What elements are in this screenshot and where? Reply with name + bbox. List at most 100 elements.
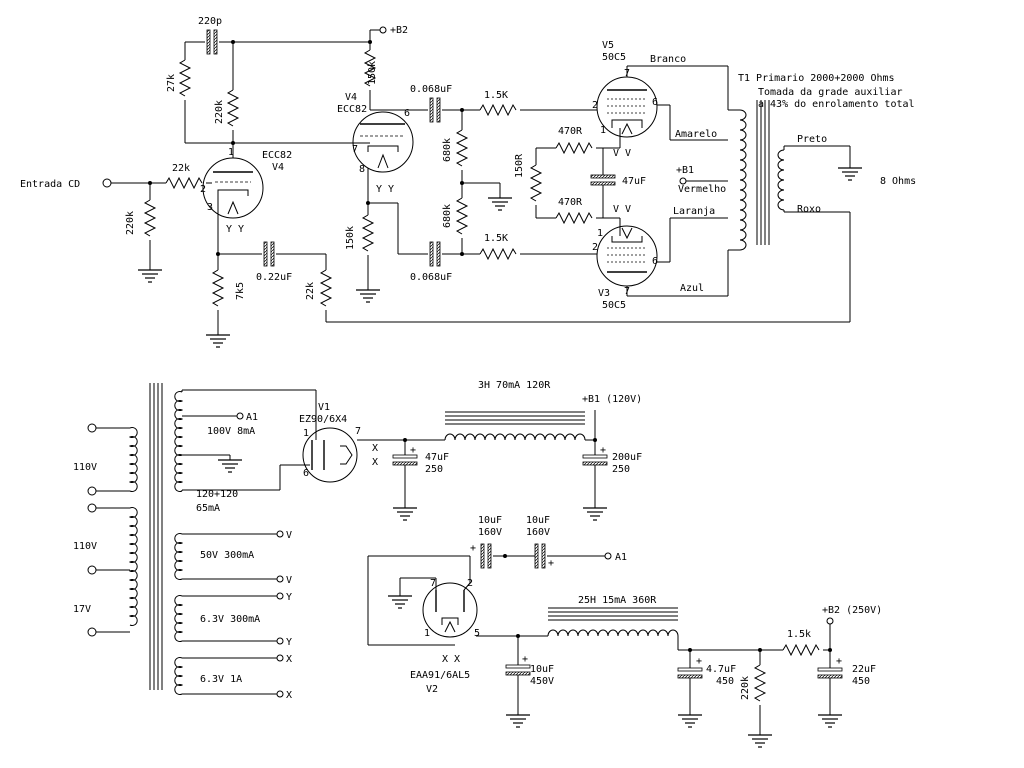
- capacitor-0.068uF-top: [429, 97, 441, 123]
- capacitor-200uF: [582, 454, 608, 466]
- svg-text:+B2 (250V): +B2 (250V): [822, 605, 882, 616]
- a1-terminal[interactable]: [236, 412, 244, 420]
- resistor-470r-bottom: [555, 212, 593, 224]
- ground-symbol: [392, 507, 418, 521]
- b2-terminal-ps[interactable]: [826, 617, 834, 625]
- svg-text:47uF: 47uF: [622, 176, 646, 187]
- svg-text:EAA91/6AL5: EAA91/6AL5: [410, 670, 470, 681]
- y-terminal[interactable]: [276, 637, 284, 645]
- resistor-27k: [179, 59, 191, 97]
- capacitor-10uF-450: [505, 664, 531, 676]
- svg-text:47uF: 47uF: [425, 452, 449, 463]
- svg-text:Y Y: Y Y: [376, 184, 394, 195]
- resistor-1.5k-bottom: [479, 248, 517, 260]
- svg-text:+: +: [410, 445, 416, 456]
- ground-symbol: [205, 334, 231, 348]
- svg-text:0.22uF: 0.22uF: [256, 272, 292, 283]
- mains-terminal[interactable]: [87, 486, 97, 496]
- svg-text:1: 1: [303, 428, 309, 439]
- svg-text:V5: V5: [602, 40, 614, 51]
- svg-text:6.3V 300mA: 6.3V 300mA: [200, 614, 260, 625]
- svg-text:50V 300mA: 50V 300mA: [200, 550, 254, 561]
- svg-text:+: +: [522, 654, 528, 665]
- svg-text:V V: V V: [613, 148, 631, 159]
- svg-text:2: 2: [592, 100, 598, 111]
- resistor-150k-bottom: [362, 214, 374, 252]
- resistor-22k-input: [165, 177, 203, 189]
- svg-text:0.068uF: 0.068uF: [410, 272, 452, 283]
- svg-text:T1 Primario 2000+2000 Ohms: T1 Primario 2000+2000 Ohms: [738, 73, 895, 84]
- svg-text:+: +: [600, 445, 606, 456]
- svg-text:A1: A1: [615, 552, 627, 563]
- svg-text:X: X: [442, 654, 448, 665]
- x-terminal[interactable]: [276, 654, 284, 662]
- ground-symbol: [582, 507, 608, 521]
- svg-text:X: X: [286, 654, 292, 665]
- svg-text:5: 5: [474, 628, 480, 639]
- resistor-220k-input: [144, 199, 156, 237]
- svg-text:150k: 150k: [367, 61, 378, 85]
- svg-text:2: 2: [200, 184, 206, 195]
- y-terminal[interactable]: [276, 592, 284, 600]
- svg-text:160V: 160V: [526, 527, 550, 538]
- svg-text:22k: 22k: [305, 282, 316, 300]
- svg-text:680k: 680k: [442, 138, 453, 162]
- svg-text:7k5: 7k5: [235, 282, 246, 300]
- svg-text:220k: 220k: [214, 100, 225, 124]
- resistor-220k-ps: [754, 664, 766, 702]
- svg-text:150k: 150k: [345, 226, 356, 250]
- svg-text:50C5: 50C5: [602, 300, 626, 311]
- ground-symbol: [505, 714, 531, 728]
- rectifier-v1: 1 6 7: [302, 426, 361, 483]
- svg-text:150R: 150R: [514, 153, 525, 178]
- svg-text:27k: 27k: [166, 74, 177, 92]
- v-terminal[interactable]: [276, 530, 284, 538]
- svg-text:10uF: 10uF: [530, 664, 554, 675]
- resistor-220k-top: [227, 89, 239, 127]
- svg-text:+: +: [836, 656, 842, 667]
- svg-text:1: 1: [228, 147, 234, 158]
- mains-terminal[interactable]: [87, 565, 97, 575]
- svg-text:Y: Y: [286, 592, 292, 603]
- svg-text:6.3V 1A: 6.3V 1A: [200, 674, 242, 685]
- svg-text:V: V: [286, 575, 292, 586]
- svg-text:V V: V V: [613, 204, 631, 215]
- svg-text:110V: 110V: [73, 541, 97, 552]
- svg-text:Amarelo: Amarelo: [675, 129, 717, 140]
- svg-text:Y Y: Y Y: [226, 224, 244, 235]
- svg-text:1.5K: 1.5K: [484, 233, 508, 244]
- output-transformer-t1: [728, 100, 785, 251]
- ground-symbol: [677, 714, 703, 728]
- x-terminal[interactable]: [276, 690, 284, 698]
- ground-symbol: [747, 734, 773, 748]
- svg-text:1.5k: 1.5k: [787, 629, 811, 640]
- b2-terminal[interactable]: [379, 26, 387, 34]
- svg-text:250: 250: [425, 464, 443, 475]
- input-terminal[interactable]: [102, 178, 112, 188]
- svg-text:V4: V4: [272, 162, 284, 173]
- svg-text:V1: V1: [318, 402, 330, 413]
- mains-terminal[interactable]: [87, 423, 97, 433]
- svg-text:470R: 470R: [558, 197, 583, 208]
- mains-terminal[interactable]: [87, 503, 97, 513]
- ground-symbol: [817, 714, 843, 728]
- svg-text:65mA: 65mA: [196, 503, 220, 514]
- v-terminal[interactable]: [276, 575, 284, 583]
- svg-text:6: 6: [652, 256, 658, 267]
- svg-text:160V: 160V: [478, 527, 502, 538]
- svg-text:Tomada da grade auxiliar: Tomada da grade auxiliar: [758, 87, 903, 98]
- resistor-7k5: [212, 269, 224, 307]
- svg-text:10uF: 10uF: [526, 515, 550, 526]
- svg-text:+B1 (120V): +B1 (120V): [582, 394, 642, 405]
- mains-terminal[interactable]: [87, 627, 97, 637]
- svg-text:3H 70mA 120R: 3H 70mA 120R: [478, 380, 551, 391]
- svg-text:220k: 220k: [125, 211, 136, 235]
- a1-terminal[interactable]: [604, 552, 612, 560]
- svg-text:450V: 450V: [530, 676, 554, 687]
- capacitor-10uF-a: [480, 543, 492, 569]
- svg-text:1: 1: [424, 628, 430, 639]
- svg-text:V2: V2: [426, 684, 438, 695]
- svg-text:a 43% do enrolamento total: a 43% do enrolamento total: [758, 99, 915, 110]
- svg-text:+B1: +B1: [676, 165, 694, 176]
